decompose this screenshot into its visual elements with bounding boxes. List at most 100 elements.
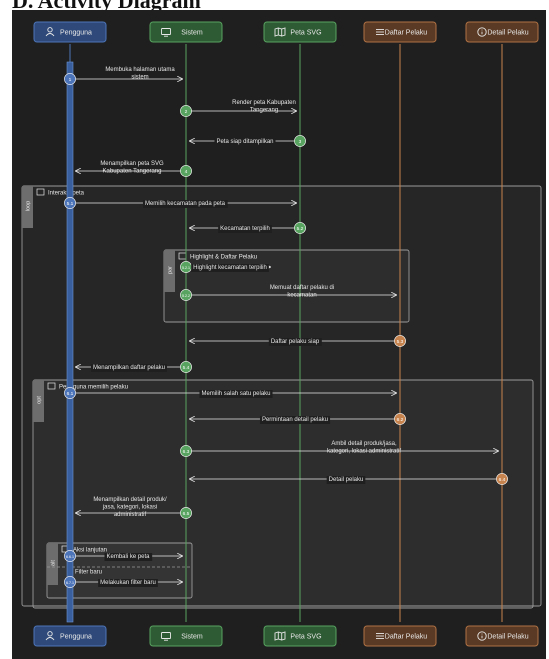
participant-detail-bottom: Detail Pelaku	[465, 625, 539, 647]
message-label: Memilih kecamatan pada peta	[145, 201, 226, 207]
message-label-bg	[326, 476, 366, 484]
participant-map-bottom: Peta SVG	[263, 625, 337, 647]
message-number: 6.1	[67, 391, 74, 397]
frame-loop: loop Interaksi peta	[21, 185, 542, 607]
message-label: Menampilkan daftar pelaku	[93, 365, 165, 371]
message-label: Peta siap ditampilkan	[216, 139, 273, 145]
message-label: Daftar pelaku siap	[271, 339, 320, 345]
frame-label: Pengguna memilih pelaku	[59, 385, 128, 391]
message-label-bg	[90, 364, 168, 372]
frame-keyword-tab	[164, 250, 175, 292]
message-number: 6.7.1	[66, 581, 74, 585]
info-icon	[477, 631, 487, 641]
message-label-bg	[104, 553, 153, 561]
message-number: 6.4	[499, 477, 506, 483]
message-number-badge	[180, 445, 192, 457]
message-number: 4	[185, 169, 188, 175]
participant-map-top: Peta SVG	[263, 21, 337, 43]
list-icon	[376, 633, 384, 639]
message-number-badge	[180, 105, 192, 117]
participant-box	[465, 625, 539, 647]
message-number-badge	[394, 413, 406, 425]
message-number-badge	[64, 550, 76, 562]
message-number-badge	[496, 473, 508, 485]
frame-label: Highlight & Daftar Pelaku	[190, 255, 257, 261]
participant-box	[149, 21, 223, 43]
message-label-bg	[218, 225, 272, 233]
participant-box	[363, 21, 437, 43]
message-label-bg	[98, 579, 158, 587]
message-number: 6.2	[397, 417, 404, 423]
message-number: 6.6.1	[66, 555, 74, 559]
message-number: 5.2.1	[182, 266, 190, 270]
message-number-badge	[394, 335, 406, 347]
frame-keyword-tab	[22, 186, 33, 228]
message-label-bg	[142, 200, 228, 208]
message-number: 5.4	[183, 365, 190, 371]
message-number-badge	[180, 289, 192, 301]
message-number-badge	[64, 576, 76, 588]
participant-label: Daftar Pelaku	[385, 633, 428, 640]
message-label-bg	[199, 390, 273, 398]
frame-keyword: opt	[37, 396, 43, 404]
participant-box	[465, 21, 539, 43]
frame-else-label: Filter baru	[75, 570, 102, 576]
message-number: 6.5	[183, 511, 190, 517]
participant-box	[33, 625, 107, 647]
monitor-icon	[161, 28, 171, 37]
participant-box	[263, 21, 337, 43]
participant-label: Daftar Pelaku	[385, 29, 428, 36]
monitor-icon	[161, 632, 171, 641]
participant-list-bottom: Daftar Pelaku	[363, 625, 437, 647]
participant-label: Peta SVG	[290, 29, 321, 36]
participant-system-top: Sistem	[149, 21, 223, 43]
message-number: 6.3	[183, 449, 190, 455]
frame-icon	[47, 382, 56, 390]
message-label-bg	[191, 264, 269, 272]
message-number: 5.2.2	[182, 294, 190, 298]
message-label-bg	[214, 138, 276, 146]
user-icon	[45, 27, 55, 37]
message-number-badge	[294, 135, 306, 147]
frame-keyword: loop	[26, 201, 32, 212]
message-number-badge	[64, 197, 76, 209]
frame-keyword-tab	[47, 543, 58, 585]
participant-list-top: Daftar Pelaku	[363, 21, 437, 43]
message-number-badge	[180, 507, 192, 519]
message-label: Memilih salah satu pelaku	[201, 391, 270, 397]
participant-detail-top: Detail Pelaku	[465, 21, 539, 43]
participant-box	[149, 625, 223, 647]
diagram-title: D. Activity Diagram	[12, 0, 201, 13]
participant-label: Detail Pelaku	[487, 633, 528, 640]
info-icon	[477, 27, 487, 37]
participant-box	[33, 21, 107, 43]
frame-label: Interaksi peta	[48, 191, 85, 197]
message-label: Ambil detail produk/jasa,kategori, lokas…	[327, 441, 401, 454]
list-icon	[376, 29, 384, 35]
map-icon	[274, 27, 286, 37]
message-number-badge	[180, 361, 192, 373]
frame-icon	[36, 188, 45, 196]
participant-label: Pengguna	[60, 29, 92, 36]
message-label: Kembali ke peta	[106, 554, 150, 560]
message-number-badge	[64, 73, 76, 85]
participant-label: Sistem	[181, 29, 203, 36]
frame-keyword-tab	[33, 380, 44, 422]
participant-system-bottom: Sistem	[149, 625, 223, 647]
frame-label: Aksi lanjutan	[73, 548, 107, 554]
message-number-badge	[294, 222, 306, 234]
message-label: Detail pelaku	[329, 477, 364, 483]
participant-box	[263, 625, 337, 647]
message-number: 2	[185, 109, 188, 115]
participant-user-top: Pengguna	[33, 21, 107, 43]
participant-label: Detail Pelaku	[487, 29, 528, 36]
message-number: 1	[69, 77, 72, 83]
activation-bar-user	[66, 61, 74, 623]
message-number: 5.3	[397, 339, 404, 345]
